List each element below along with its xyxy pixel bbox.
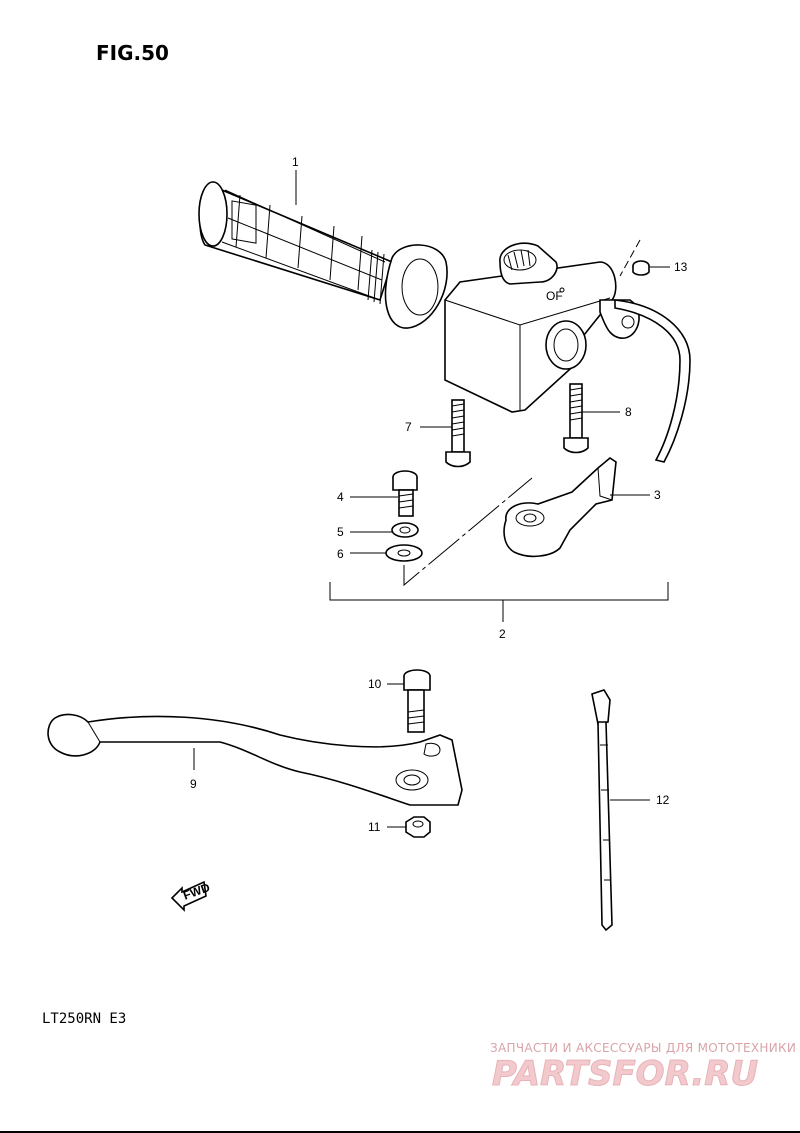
callout-7: 7: [405, 420, 412, 434]
callout-11: 11: [368, 820, 381, 834]
figure-title: FIG.50: [96, 41, 169, 65]
callout-3: 3: [654, 488, 661, 502]
part-grip: [198, 181, 448, 329]
part-switch-housing: OF: [444, 242, 691, 463]
svg-text:OF: OF: [546, 289, 563, 303]
part-washer-5: 5: [337, 522, 419, 539]
callout-8: 8: [625, 405, 632, 419]
callout-2: 2: [499, 627, 506, 641]
part-choke-lever-3: 3: [503, 457, 661, 558]
callout-4: 4: [337, 490, 344, 504]
callout-13: 13: [674, 260, 688, 274]
callout-9: 9: [190, 777, 197, 791]
assembly-bracket-2: 2: [329, 582, 669, 641]
part-bolt-4: 4: [337, 470, 418, 517]
part-washer-6: 6: [337, 477, 533, 587]
watermark-tagline: ЗАПЧАСТИ И АКСЕССУАРЫ ДЛЯ МОТОТЕХНИКИ: [490, 1041, 796, 1055]
callout-10: 10: [368, 677, 382, 691]
callout-5: 5: [337, 525, 344, 539]
bottom-border: [0, 1131, 800, 1133]
callout-1: 1: [292, 155, 299, 169]
part-cap-13: 13: [619, 239, 688, 277]
model-label: LT250RN E3: [42, 1011, 126, 1027]
callout-12: 12: [656, 793, 670, 807]
part-screw-8: 8: [563, 383, 632, 454]
part-bolt-10: 10: [368, 669, 431, 733]
part-screw-7: 7: [405, 399, 471, 468]
part-nut-11: 11: [368, 816, 431, 838]
fwd-arrow-icon: FWD: [170, 880, 212, 912]
part-cable-tie-12: 12: [591, 689, 670, 932]
part-clutch-lever-9: 9: [47, 713, 463, 806]
callout-6: 6: [337, 547, 344, 561]
watermark-logo: PARTSFOR.RU: [492, 1054, 758, 1094]
